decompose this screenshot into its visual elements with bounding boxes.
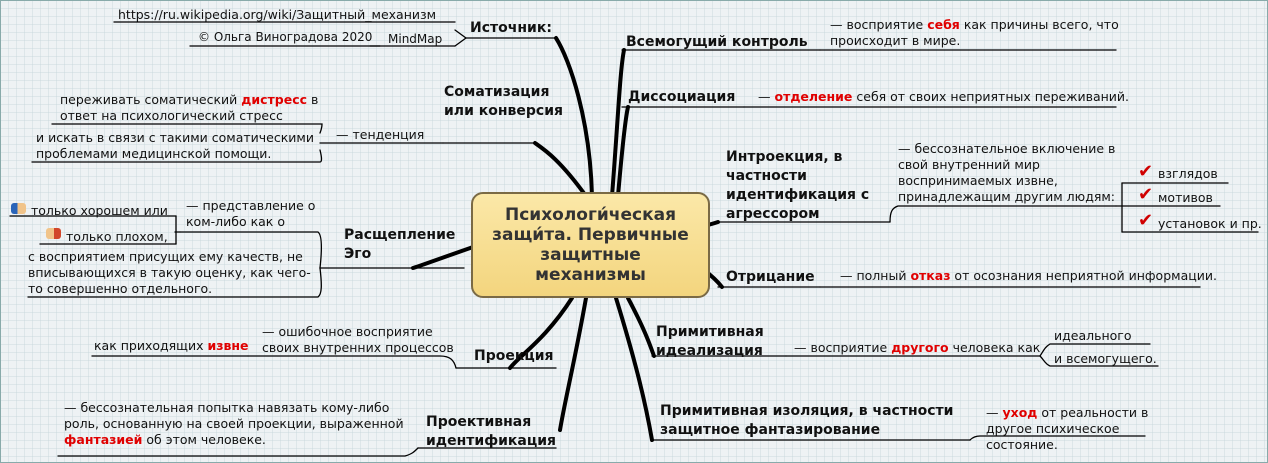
splitting-bad: только плохом, [66,229,168,244]
introjection-description: — бессознательное включение в свой внутр… [898,141,1116,204]
mindmap-label: MindMap [388,32,443,46]
thumbs-down-icon [46,228,61,239]
somatization-a-highlight: дистресс [241,92,308,107]
idealization-highlight: другого [891,340,949,355]
somatization-detail-b: и искать в связи с такими соматическими … [36,130,314,161]
idealization-option-ideal: идеального [1054,328,1132,343]
dissociation-highlight: отделение [774,89,853,104]
omnipotent-highlight: себя [927,17,960,32]
isolation-pre: — [986,405,1003,420]
isolation-post: от реальности в другое психическое состо… [986,405,1149,452]
pi-highlight: фантазией [64,432,143,447]
dissociation-description: — отделение себя от своих неприятных пер… [758,89,1129,104]
copyright-text: © Ольга Виноградова 2020 [198,30,373,44]
denial-node[interactable]: Отрицание [726,269,815,285]
projection-sub-highlight: извне [207,338,249,353]
check-icon: ✔ [1138,184,1154,205]
central-topic-title: Психологи́ческая защи́та. Первичные защи… [492,205,689,285]
omnipotent-post: как причины всего, что происходит в мире… [830,17,1119,48]
denial-pre: — полный [840,268,911,283]
somatization-a-post: в ответ на психологический стресс [60,92,319,123]
introjection-node[interactable]: Интроекция, в частности идентификация с … [726,149,870,222]
source-node[interactable]: Источник: [470,20,552,36]
splitting-node[interactable]: Расщепление Эго [344,227,456,262]
isolation-node[interactable]: Примитивная изоляция, в частности защитн… [660,403,954,438]
projection-sub-pre: как приходящих [94,338,208,353]
denial-post: от осознания неприятной информации. [950,268,1217,283]
omnipotent-control-description: — восприятие себя как причины всего, что… [830,17,1120,49]
introjection-item-views: взглядов [1158,166,1218,181]
idealization-node[interactable]: Примитивная идеализация [656,324,764,359]
projective-identification-description: — бессознательная попытка навязать кому-… [64,400,404,448]
introjection-item-attitudes: установок и пр. [1158,216,1262,231]
pi-post: об этом человеке. [142,432,266,447]
central-topic[interactable]: Психологи́ческая защи́та. Первичные защи… [471,192,710,298]
somatization-detail-a: переживать соматический дистресс в ответ… [60,92,320,124]
pi-pre: — бессознательная попытка навязать кому-… [64,400,404,431]
denial-description: — полный отказ от осознания неприятной и… [840,268,1217,283]
dissociation-post: себя от своих неприятных переживаний. [852,89,1130,104]
idealization-post: человека как [948,340,1041,355]
somatization-a-pre: переживать соматический [60,92,242,107]
idealization-pre: — восприятие [794,340,892,355]
splitting-good: только хорошем или [31,203,168,218]
omnipotent-pre: — восприятие [830,17,928,32]
projective-identification-node[interactable]: Проективная идентификация [426,414,557,449]
somatization-node[interactable]: Соматизация или конверсия [444,84,564,119]
isolation-description: — уход от реальности в другое психическо… [986,405,1186,453]
idealization-option-omnipotent: и всемогущего. [1054,351,1157,366]
splitting-representation: — представление о ком-либо как о [186,198,316,229]
omnipotent-control-node[interactable]: Всемогущий контроль [626,34,808,50]
somatization-tendency: — тенденция [336,127,425,142]
check-icon: ✔ [1138,210,1154,231]
dissociation-node[interactable]: Диссоциация [628,89,736,105]
idealization-description: — восприятие другого человека как [794,340,1040,355]
splitting-perception: с восприятием присущих ему качеств, не в… [28,249,311,296]
check-icon: ✔ [1138,161,1154,182]
source-url-link[interactable]: https://ru.wikipedia.org/wiki/Защитный_м… [118,7,437,22]
thumbs-up-icon [11,203,26,214]
isolation-highlight: уход [1002,405,1038,420]
introjection-item-motives: мотивов [1158,190,1213,205]
denial-highlight: отказ [910,268,951,283]
dissociation-pre: — [758,89,775,104]
projection-description: — ошибочное восприятие своих внутренних … [262,324,454,355]
projection-sub: как приходящих извне [94,338,249,353]
projection-node[interactable]: Проекция [474,348,554,364]
